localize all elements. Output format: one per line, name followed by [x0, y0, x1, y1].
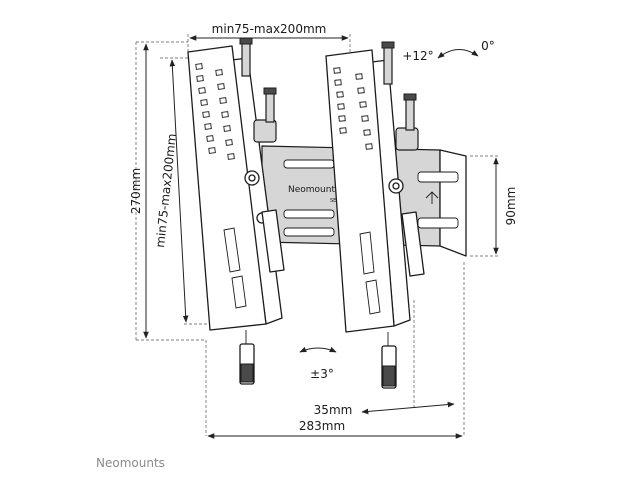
extension-lines — [135, 34, 500, 436]
plate-logo: Neomounts — [288, 185, 340, 195]
left-arm — [187, 37, 285, 385]
dim-total-width: 283mm — [299, 419, 345, 433]
dim-plate-height: 90mm — [504, 187, 518, 226]
tilt-up-label: +12° — [402, 49, 433, 63]
dim-top-width: min75-max200mm — [212, 22, 327, 36]
tilt-neutral-label: 0° — [481, 39, 495, 53]
right-arm — [325, 41, 425, 389]
brand-name: Neomounts — [96, 456, 165, 470]
dimension-lines — [143, 35, 499, 439]
left-arm-holes — [195, 63, 235, 160]
dim-depth: 35mm — [314, 403, 353, 417]
dim-height-outer: 270mm — [129, 168, 143, 214]
right-arm-holes — [333, 67, 373, 150]
tilt-arrows — [299, 49, 479, 353]
tilt-lateral-label: ±3° — [310, 367, 334, 381]
dim-height-inner: min75-max200mm — [153, 133, 179, 248]
